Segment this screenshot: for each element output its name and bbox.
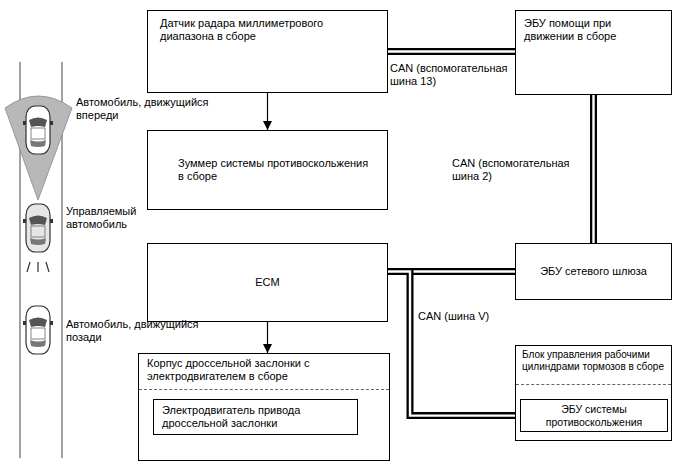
component-box: Датчик радара миллиметрового диапазона в… <box>147 10 388 93</box>
connector-path <box>267 93 268 130</box>
box-label: Блок управления рабочими цилиндрами торм… <box>522 349 665 373</box>
component-box: Зуммер системы противоскольжения в сборе <box>147 130 388 210</box>
car-controlled <box>23 204 53 252</box>
bus-inner <box>388 272 520 416</box>
bus-label: CAN (вспомогательная шина 13) <box>390 62 510 88</box>
bus-label: CAN (шина V) <box>418 310 510 323</box>
box-label: ECM <box>156 276 379 289</box>
vehicle-label: Управляемый автомобиль <box>66 205 156 231</box>
inner-unit-box: Электродвигатель привода дроссельной зас… <box>153 399 358 435</box>
bus-inner <box>388 50 515 52</box>
car-front <box>23 106 53 154</box>
inner-unit-box: ЭБУ системы противоскольжения <box>520 399 668 432</box>
connector-path <box>267 322 268 353</box>
box-label: Электродвигатель привода дроссельной зас… <box>162 404 349 430</box>
bus-inner <box>592 95 594 243</box>
bus-label: CAN (вспомогательная шина 2) <box>452 157 574 183</box>
dashed-divider <box>516 384 671 385</box>
box-label: Датчик радара миллиметрового диапазона в… <box>160 17 375 43</box>
component-box: ЭБУ сетевого шлюза <box>515 243 672 300</box>
signal-arrow <box>267 93 268 130</box>
box-label: ЭБУ системы противоскольжения <box>527 403 661 428</box>
component-box: ЭБУ помощи при движении в сборе <box>515 10 672 95</box>
bus-outer <box>388 272 520 416</box>
radar-cone <box>5 96 72 200</box>
component-box: Блок управления рабочими цилиндрами торм… <box>515 345 672 441</box>
can-bus-line <box>388 272 520 416</box>
signal-arrow <box>267 322 268 353</box>
component-box: Корпус дроссельной заслонки с электродви… <box>138 353 390 461</box>
bus-outer <box>388 48 515 55</box>
box-label: ЭБУ помощи при движении в сборе <box>524 17 663 43</box>
box-label: Корпус дроссельной заслонки с электродви… <box>147 357 381 383</box>
can-bus-line <box>388 51 515 52</box>
car-rear <box>23 306 53 354</box>
dashed-divider <box>139 389 389 390</box>
can-bus-line <box>593 95 594 243</box>
vehicle-label: Автомобиль, движущийся впереди <box>76 96 226 122</box>
bus-outer <box>590 95 597 243</box>
component-box: ECM <box>147 243 388 322</box>
headlight-marks <box>27 262 49 272</box>
box-label: ЭБУ сетевого шлюза <box>524 265 663 278</box>
box-label: Зуммер системы противоскольжения в сборе <box>178 157 375 183</box>
vehicle-label: Автомобиль, движущийся позади <box>66 318 216 344</box>
